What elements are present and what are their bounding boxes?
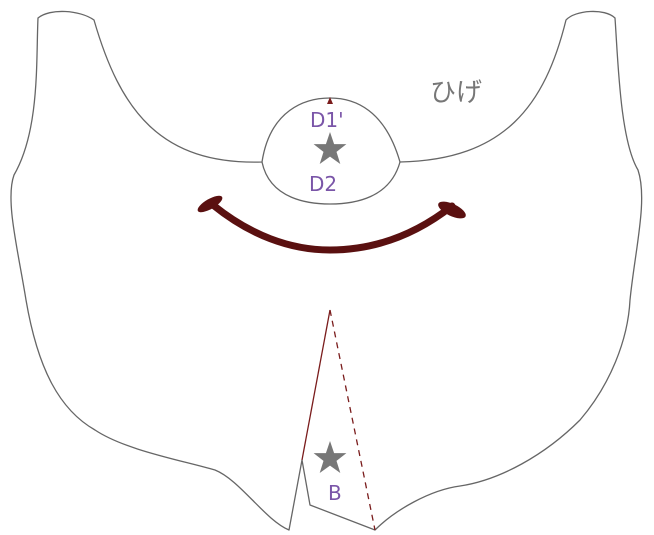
beard-outline	[10, 10, 643, 531]
arrow-up-icon	[327, 97, 333, 104]
mouth-end-right	[438, 201, 466, 219]
mouth-opening-arc	[261, 161, 401, 205]
mark-d1-label: D1'	[310, 108, 344, 132]
dart-dashed-line	[329, 309, 376, 531]
dart-solid-line	[301, 309, 331, 461]
mark-d2-label: D2	[309, 172, 337, 196]
mark-b-label: B	[328, 481, 342, 505]
mouth-curve	[209, 201, 456, 254]
star-icon	[313, 441, 347, 473]
star-icon	[313, 132, 347, 164]
part-name-label: ひげ	[430, 78, 482, 108]
mouth-end-left	[197, 195, 223, 213]
